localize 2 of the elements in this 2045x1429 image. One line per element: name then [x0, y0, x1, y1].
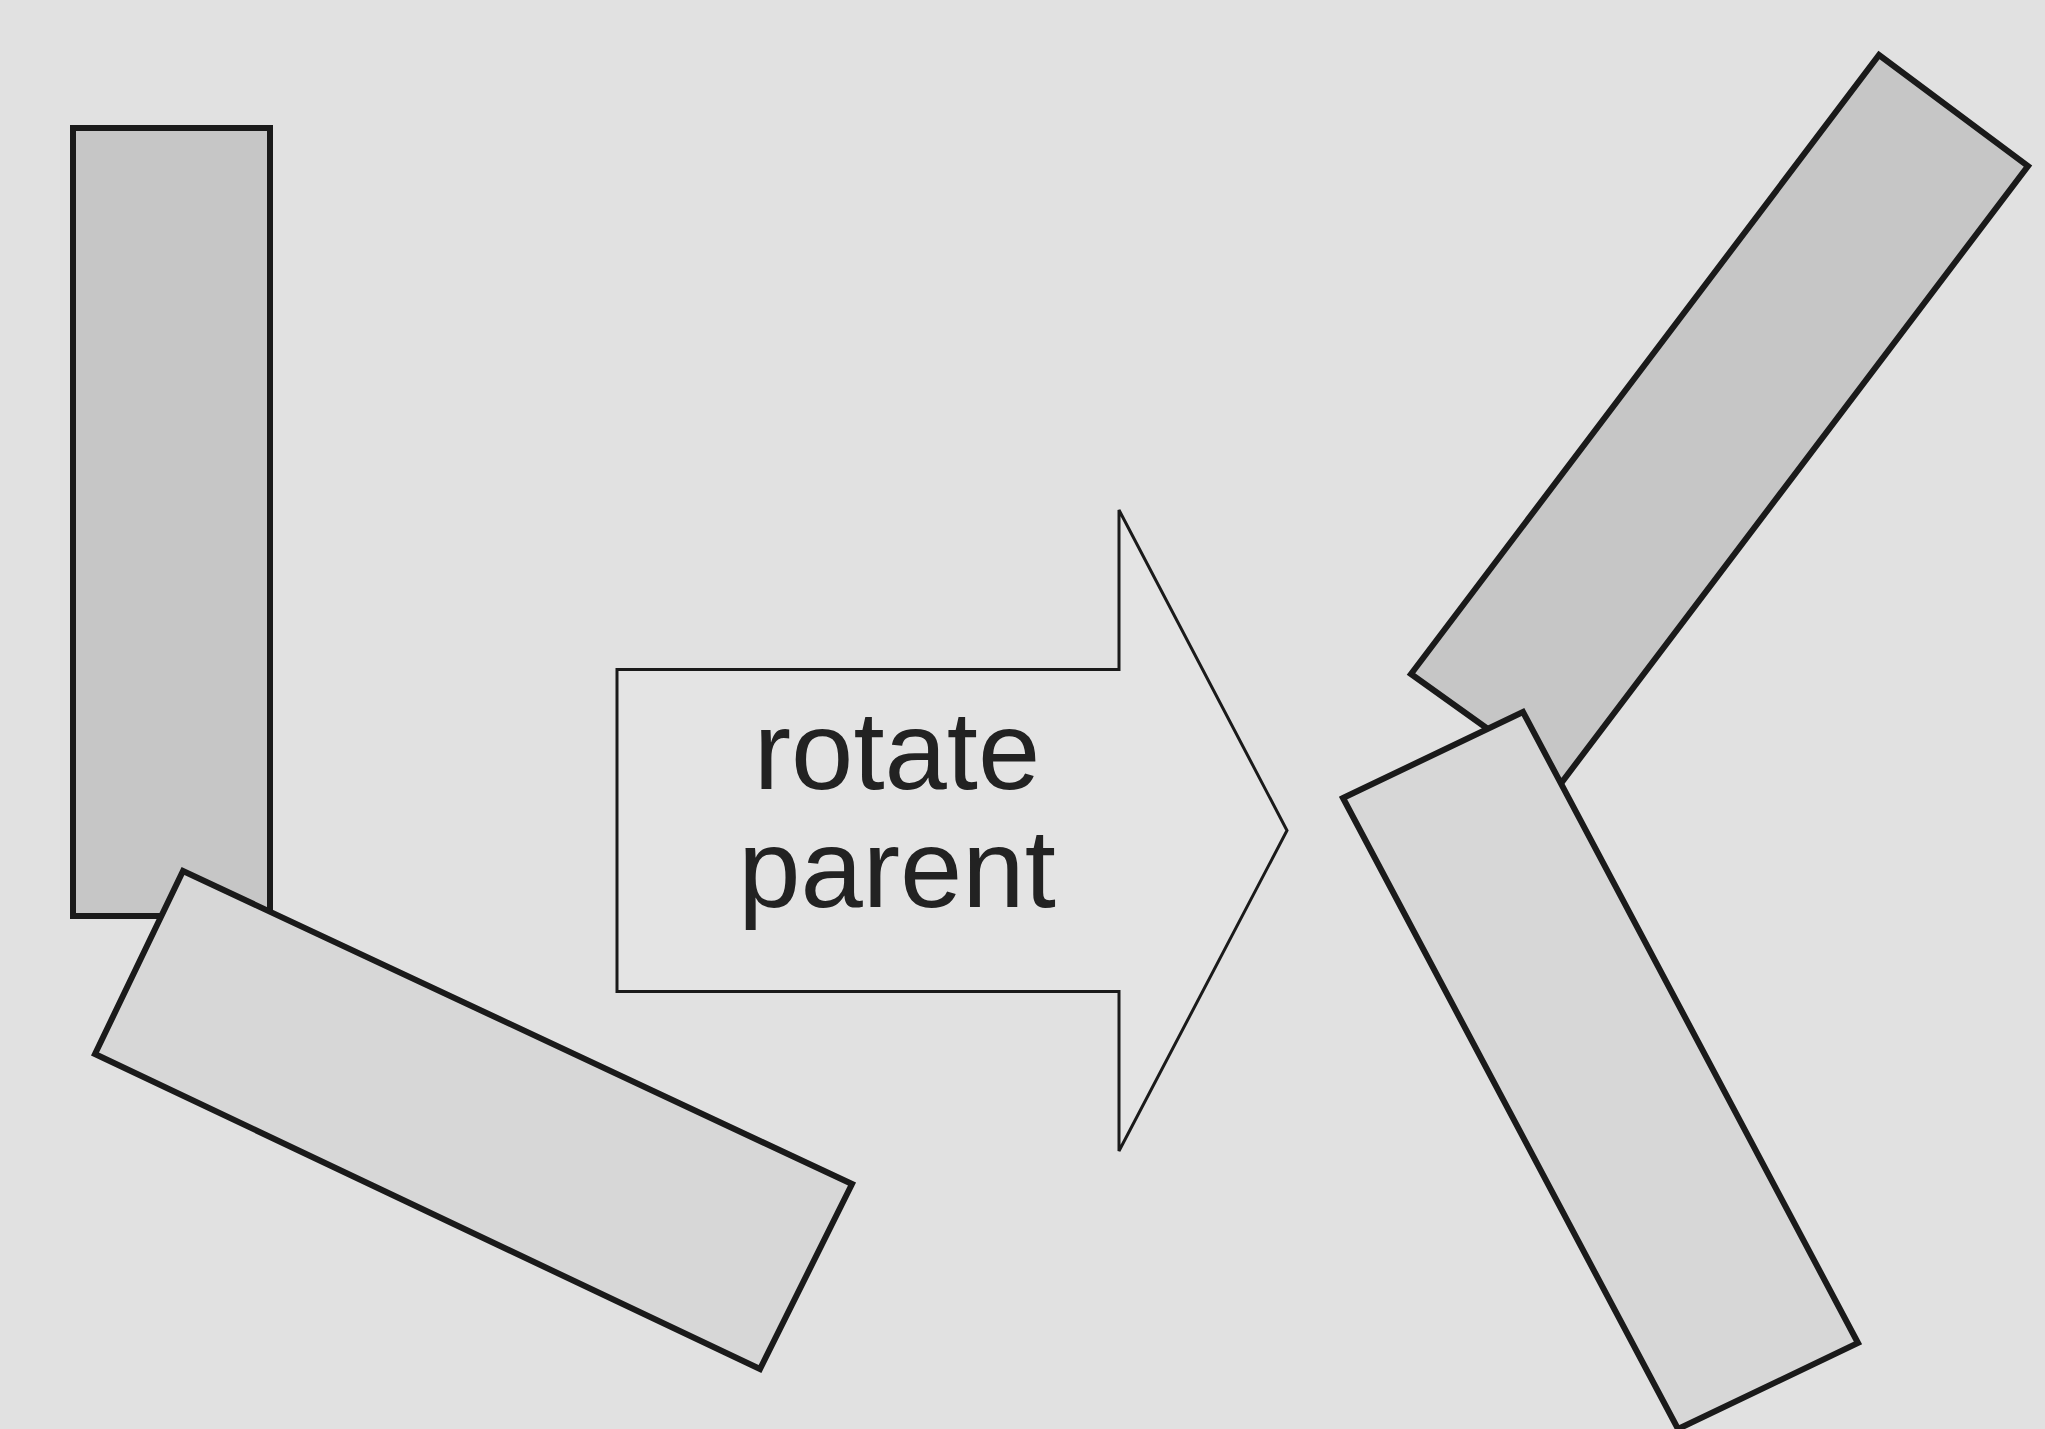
- edge-label: rotate parent: [737, 691, 1057, 928]
- block-arrow: [615, 508, 1289, 1153]
